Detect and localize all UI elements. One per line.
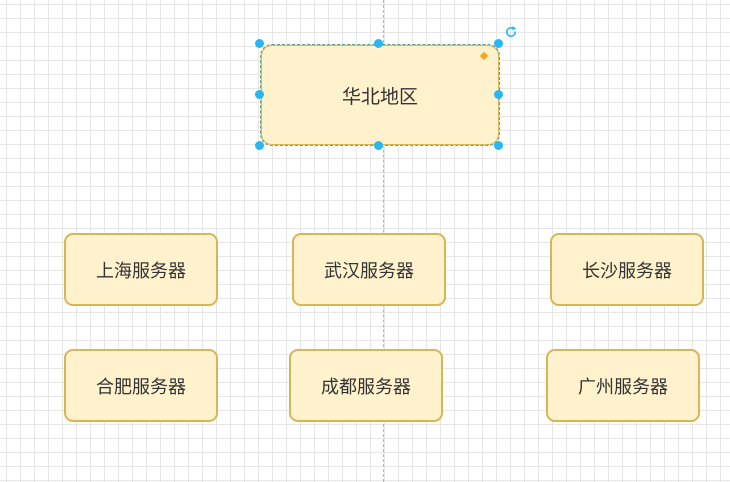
node-region-north-china[interactable]: 华北地区 [260,44,500,146]
node-server-guangzhou[interactable]: 广州服务器 [546,349,700,422]
node-server-changsha[interactable]: 长沙服务器 [550,233,704,306]
resize-handle-left[interactable] [255,90,264,99]
node-server-wuhan[interactable]: 武汉服务器 [292,233,446,306]
node-label: 华北地区 [341,85,418,108]
rotate-icon[interactable] [504,24,518,38]
node-label: 长沙服务器 [582,260,672,282]
resize-handle-right[interactable] [494,90,503,99]
node-server-hefei[interactable]: 合肥服务器 [64,349,218,422]
node-server-chengdu[interactable]: 成都服务器 [289,349,443,422]
resize-handle-bottom-right[interactable] [494,141,503,150]
node-label: 成都服务器 [321,376,411,398]
resize-handle-bottom[interactable] [374,141,383,150]
node-label: 上海服务器 [96,260,186,282]
node-label: 合肥服务器 [96,376,186,398]
node-server-shanghai[interactable]: 上海服务器 [64,233,218,306]
node-label: 广州服务器 [578,376,668,398]
resize-handle-top-right[interactable] [494,39,503,48]
resize-handle-top-left[interactable] [255,39,264,48]
resize-handle-bottom-left[interactable] [255,141,264,150]
resize-handle-top[interactable] [374,39,383,48]
node-label: 武汉服务器 [324,260,414,282]
